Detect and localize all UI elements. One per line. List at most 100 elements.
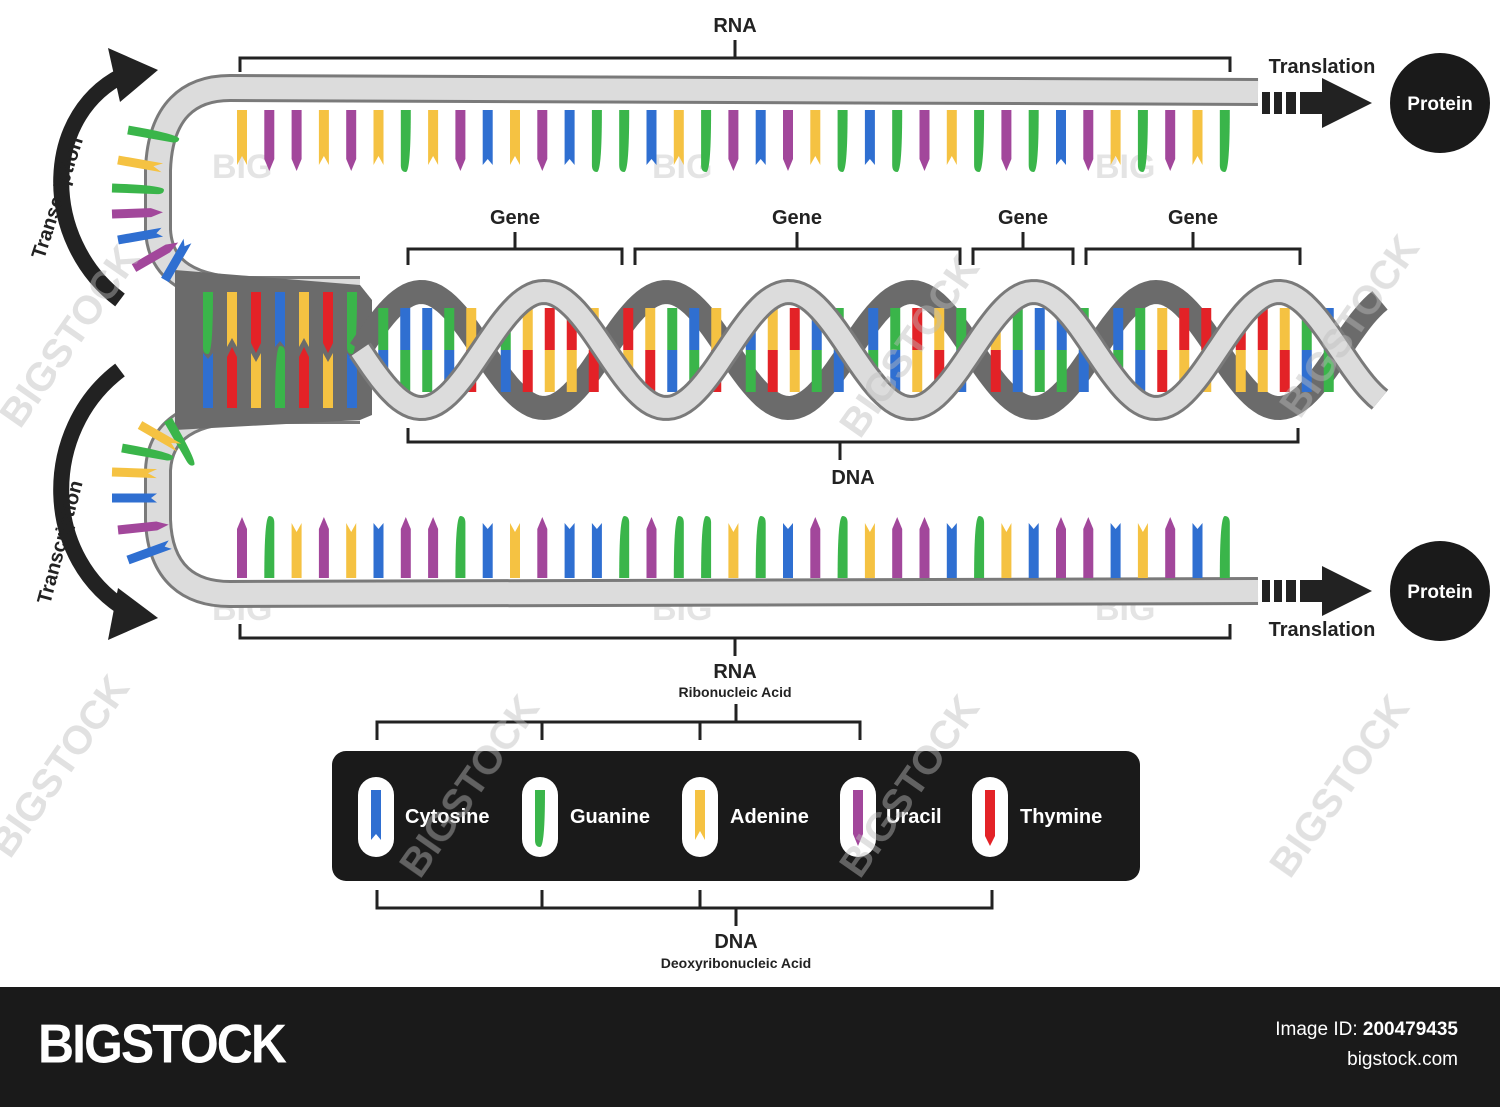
nucleotide-C xyxy=(755,110,766,165)
nucleotide-A xyxy=(946,110,957,165)
nucleotide-C xyxy=(373,523,384,578)
dna-legend-label: DNA xyxy=(714,931,757,953)
legend-item-cytosine: Cytosine xyxy=(358,777,489,857)
dna-front-strand xyxy=(351,281,1387,419)
nucleotide-U xyxy=(264,110,275,171)
nucleotide-C xyxy=(783,523,793,578)
nucleotide-U xyxy=(237,517,247,578)
legend-swatch xyxy=(371,790,381,840)
protein-top-label: Protein xyxy=(1407,94,1472,115)
nucleotide-U xyxy=(892,517,903,578)
nucleotide-G xyxy=(400,110,411,172)
rna-bottom-label: RNA xyxy=(713,661,756,683)
transcription-bottom-label: Transcription xyxy=(34,478,88,606)
nucleotide-U xyxy=(728,110,739,171)
watermark-bigstock-7: BIGSTOCK xyxy=(1261,687,1418,885)
nucleotide-A xyxy=(510,110,520,165)
nucleotide-G xyxy=(455,516,466,578)
nucleotide-A xyxy=(299,292,309,347)
protein-bottom-circle xyxy=(1390,541,1490,641)
gene-brackets xyxy=(406,232,1302,265)
nucleotide-U xyxy=(1083,110,1094,171)
site-link[interactable]: bigstock.com xyxy=(1347,1049,1458,1070)
nucleotide-C xyxy=(1192,523,1203,578)
nucleotide-C xyxy=(564,523,575,578)
image-id: Image ID: 200479435 xyxy=(1275,1019,1458,1041)
transcription-bottom-arrow xyxy=(53,363,158,640)
legend-label: Thymine xyxy=(1020,806,1102,828)
nucleotide-U xyxy=(919,110,930,171)
nucleotide-G xyxy=(755,516,766,578)
nucleotide-U xyxy=(428,517,439,578)
nucleotide-G xyxy=(701,516,712,578)
protein-bottom-label: Protein xyxy=(1407,582,1472,603)
nucleotide-A xyxy=(810,110,821,165)
nucleotide-A xyxy=(1137,523,1148,578)
footer-bar: BIGSTOCK Image ID: 200479435 bigstock.co… xyxy=(0,987,1500,1107)
nucleotide-U xyxy=(111,208,163,219)
gene-label-2: Gene xyxy=(772,207,822,229)
dna-double-helix xyxy=(349,278,1389,422)
nucleotide-C xyxy=(591,523,602,578)
protein-top-circle xyxy=(1390,53,1490,153)
nucleotide-G xyxy=(127,125,180,143)
nucleotide-A xyxy=(428,110,439,165)
nucleotide-C xyxy=(482,523,493,578)
nucleotide-A xyxy=(673,110,684,165)
nucleotide-G xyxy=(121,443,174,461)
nucleotide-C xyxy=(864,110,875,165)
nucleotide-T xyxy=(323,292,333,353)
nucleotide-G xyxy=(164,417,195,466)
nucleotide-C xyxy=(1110,523,1121,578)
nucleotide-G xyxy=(701,110,712,172)
dna-rna-diagram: RNA BIG BIG BIG BIG BIG BIG Translation … xyxy=(0,15,1490,971)
legend-swatch xyxy=(853,790,863,846)
nucleotide-A xyxy=(323,353,333,408)
legend-item-adenine: Adenine xyxy=(682,777,809,857)
nucleotide-G xyxy=(673,516,684,578)
nucleotide-C xyxy=(482,110,493,165)
nucleotide-A xyxy=(1001,523,1012,578)
nucleotide-C xyxy=(112,493,157,503)
nucleotide-G xyxy=(1219,516,1230,578)
nucleotide-T xyxy=(299,347,309,408)
fork-body xyxy=(175,270,372,430)
nucleotide-A xyxy=(728,523,739,578)
watermark-bigstock-1: BIGSTOCK xyxy=(0,237,148,435)
nucleotide-A xyxy=(137,421,182,452)
nucleotide-A xyxy=(117,155,164,173)
nucleotide-T xyxy=(251,292,261,353)
fork-bases xyxy=(111,125,357,565)
top-translation-arrow xyxy=(1262,78,1372,128)
rna-top-bases xyxy=(237,110,1230,172)
nucleotide-U xyxy=(537,517,548,578)
legend-dna-bracket xyxy=(375,890,994,926)
dna-legend-sublabel: Deoxyribonucleic Acid xyxy=(661,955,811,971)
nucleotide-U xyxy=(1001,110,1012,171)
legend-item-uracil: Uracil xyxy=(840,777,942,857)
nucleotide-G xyxy=(203,292,213,354)
image-id-label: Image ID: xyxy=(1275,1019,1358,1040)
watermark-bigstock-3: BIGSTOCK xyxy=(1271,227,1428,425)
legend-item-guanine: Guanine xyxy=(522,777,650,857)
nucleotide-C xyxy=(117,227,164,245)
nucleotide-U xyxy=(537,110,548,171)
legend-label: Cytosine xyxy=(405,806,489,828)
nucleotide-C xyxy=(564,110,575,165)
nucleotide-A xyxy=(864,523,875,578)
translation-top-label: Translation xyxy=(1269,56,1376,78)
nucleotide-G xyxy=(892,110,903,172)
nucleotide-A xyxy=(227,292,237,347)
nucleotide-G xyxy=(1028,110,1039,172)
nucleotide-U xyxy=(1056,517,1066,578)
nucleotide-A xyxy=(346,523,357,578)
nucleotide-U xyxy=(1165,110,1176,171)
nucleotide-G xyxy=(1137,110,1148,172)
nucleotide-C xyxy=(275,292,285,347)
image-id-value: 200479435 xyxy=(1362,1019,1458,1040)
nucleotide-G xyxy=(974,110,985,172)
nucleotide-A xyxy=(1110,110,1121,165)
nucleotide-U xyxy=(455,110,466,171)
legend-item-thymine: Thymine xyxy=(972,777,1102,857)
nucleotide-C xyxy=(946,523,957,578)
